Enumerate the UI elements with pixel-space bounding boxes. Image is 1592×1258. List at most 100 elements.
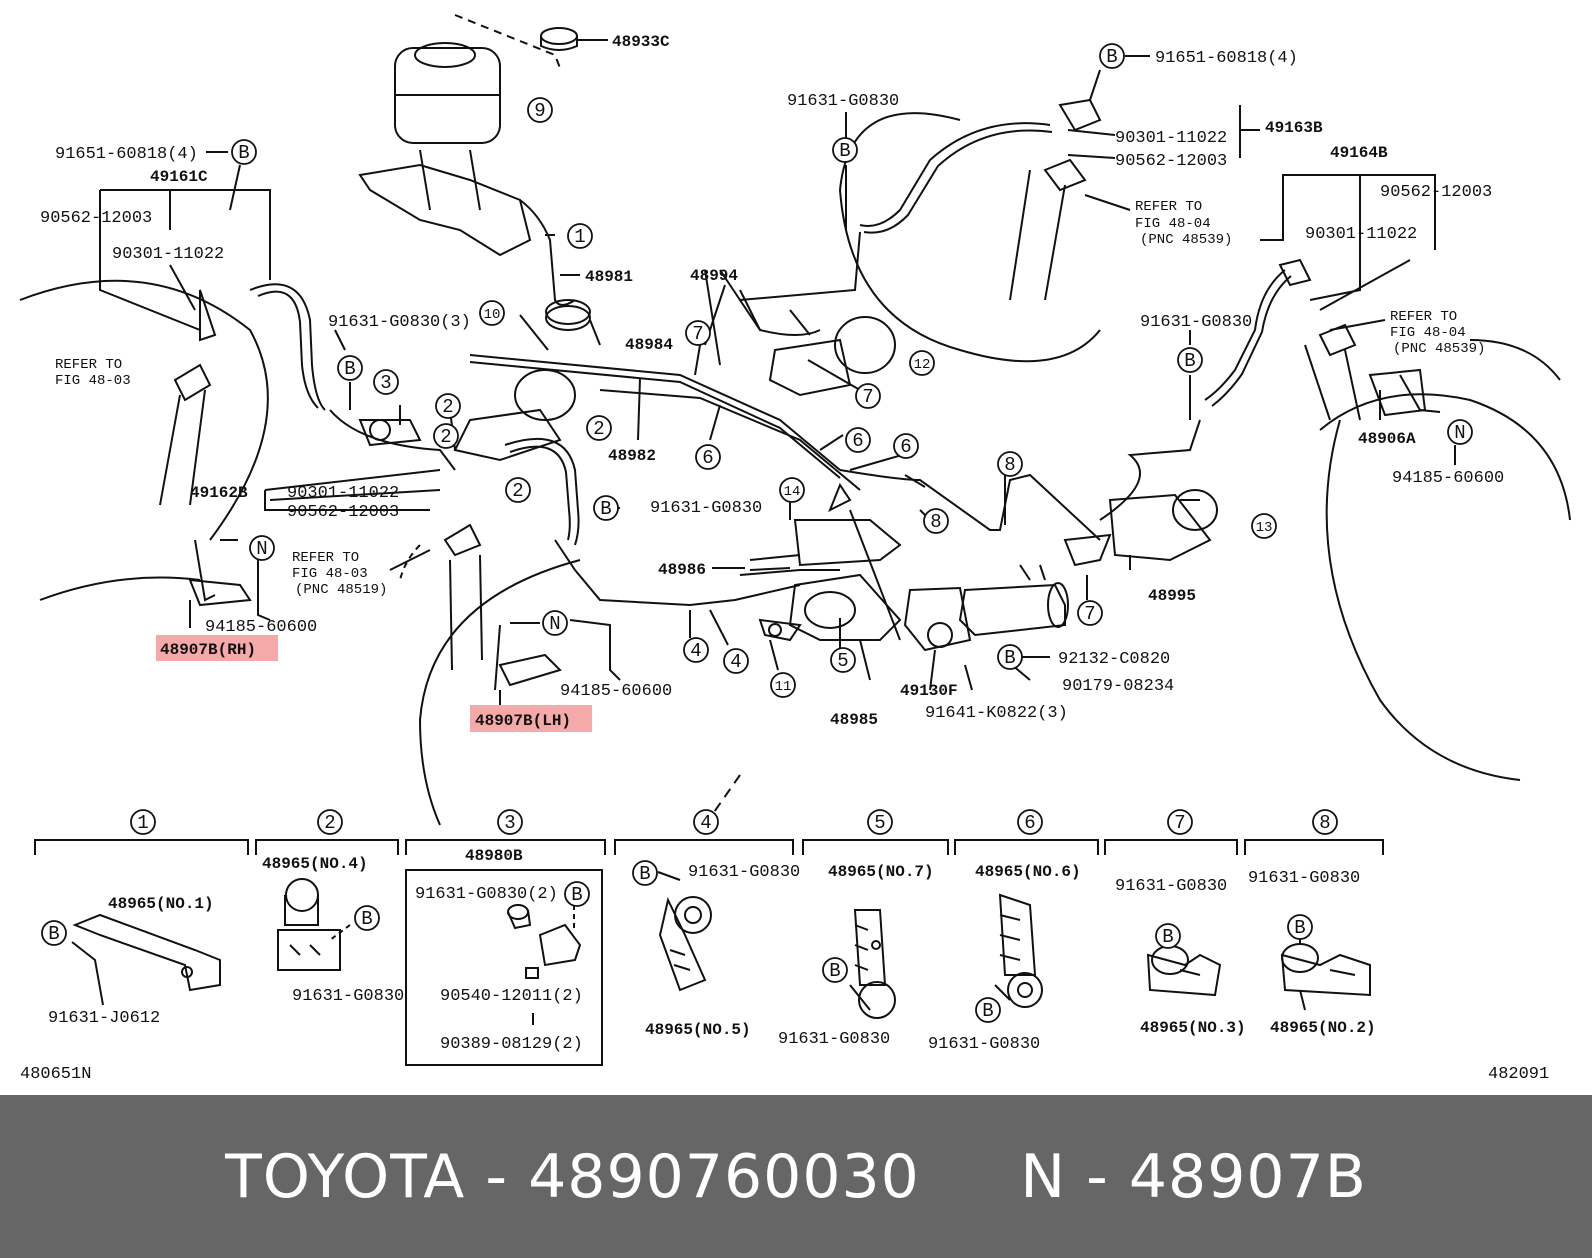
label-refer-c2: FIG 48-03 [292,566,368,582]
callout-9: 9 [534,100,545,122]
label-91631-b7: 91631-G0830 [1115,877,1227,896]
label-94185-r: 94185-60600 [1392,469,1504,488]
label-90179: 90179-08234 [1062,677,1174,696]
callout-6b: 6 [852,430,863,452]
callout-n-3: N [549,613,560,635]
clamp-48965-no5 [657,871,712,992]
coil-spring [545,299,591,325]
label-48982: 48982 [608,447,656,465]
label-48984: 48984 [625,336,673,354]
label-refer-l1: REFER TO [55,357,122,373]
label-48980B: 48980B [465,847,523,865]
callout-b-13: B [982,1000,993,1022]
clamp-48965-no7 [849,909,896,1019]
label-482091: 482091 [1488,1065,1549,1084]
label-48965-no4: 48965(NO.4) [262,855,368,873]
parts-diagram: 48933C 91651-60818(4) 91631-G0830 90301-… [19,14,1571,1084]
highlight-48907B-rh [156,635,278,661]
label-90540: 90540-12011(2) [440,987,583,1006]
label-48907B-lh: 48907B(LH) [475,712,571,730]
callout-b-1: B [1106,46,1117,68]
label-91631-b3: 91631-G0830(2) [415,885,558,904]
actuator-lower [758,573,902,642]
label-48965-no5: 48965(NO.5) [645,1021,751,1039]
callout-b-14: B [1162,926,1173,948]
left-lower-arc [39,576,201,601]
bracket-48980B [507,904,582,1025]
panel-callout-3: 3 [504,812,515,834]
label-48986: 48986 [658,561,706,579]
callout-b-2: B [839,140,850,162]
callout-8b: 8 [930,511,941,533]
label-48994: 48994 [690,267,738,285]
panel-callout-1: 1 [137,812,148,834]
label-91631-b6: 91631-G0830 [928,1035,1040,1054]
label-90301-l: 90301-11022 [112,245,224,264]
label-49164B: 49164B [1330,144,1388,162]
part-labels: 48933C 91651-60818(4) 91631-G0830 90301-… [20,33,1549,1084]
right-top-strut [1009,158,1087,301]
label-48965-no2: 48965(NO.2) [1270,1019,1376,1037]
label-48907B-rh: 48907B(RH) [160,641,256,659]
callout-n-1: N [1454,422,1465,444]
callout-b-10: B [571,884,582,906]
label-90562-c: 90562-12003 [287,503,399,522]
label-91631-b4: 91631-G0830 [688,863,800,882]
callout-b-12: B [829,960,840,982]
label-91651-top: 91651-60818(4) [1155,49,1298,68]
label-48995: 48995 [1148,587,1196,605]
label-90301-tr: 90301-11022 [1115,129,1227,148]
label-91651-l: 91651-60818(4) [55,145,198,164]
callout-b-9: B [361,908,372,930]
label-91631-J0612: 91631-J0612 [48,1009,160,1028]
callout-b-11: B [639,863,650,885]
label-91631-r: 91631-G0830 [1140,313,1252,332]
left-strut [159,363,212,506]
callout-b-7: B [1004,647,1015,669]
panel-callout-7: 7 [1174,812,1185,834]
clamp-48965-no2 [1280,930,1371,1011]
callout-4b: 4 [730,651,741,673]
panel-callout-8: 8 [1319,812,1330,834]
tube-48982 [599,389,861,491]
callout-b-4: B [344,358,355,380]
callout-13: 13 [1256,520,1273,536]
panel-callout-4: 4 [700,812,711,834]
label-91631-b5: 91631-G0830 [778,1030,890,1049]
callouts [41,43,1473,1023]
tube-48984 [469,354,841,471]
right-wheel-arc [1319,393,1571,521]
label-49130F: 49130F [900,682,958,700]
callout-11: 11 [775,679,792,695]
pump-motor [903,564,1069,652]
callout-7b: 7 [862,386,873,408]
callout-6c: 6 [900,436,911,458]
label-refer-r2: FIG 48-04 [1390,325,1466,341]
panel-callout-6: 6 [1024,812,1035,834]
label-91631-mid: 91631-G0830 [650,499,762,518]
callout-2a: 2 [442,396,453,418]
label-90389: 90389-08129(2) [440,1035,583,1054]
label-refer-c3: (PNC 48519) [295,582,387,598]
label-refer-tr2: FIG 48-04 [1135,216,1211,232]
callout-b-15: B [1294,917,1305,939]
callout-4a: 4 [690,640,701,662]
callout-8a: 8 [1004,454,1015,476]
footer-part-number: TOYOTA - 4890760030 N - 48907B [225,1141,1367,1212]
clamp-48965-no1 [71,913,221,1006]
label-48985: 48985 [830,711,878,729]
label-90562-l: 90562-12003 [40,209,152,228]
label-48965-no1: 48965(NO.1) [108,895,214,913]
label-48906A: 48906A [1358,430,1416,448]
panel-callout-2: 2 [324,812,335,834]
label-91631-3: 91631-G0830(3) [328,313,471,332]
label-94185-l: 94185-60600 [205,618,317,637]
right-top-arc [1469,339,1561,381]
panel-callout-5: 5 [874,812,885,834]
callout-2b: 2 [440,426,451,448]
callout-12: 12 [914,357,931,373]
label-91641: 91641-K0822(3) [925,704,1068,723]
label-94185-m: 94185-60600 [560,682,672,701]
bracket-cluster [749,482,902,641]
label-49161C: 49161C [150,168,208,186]
